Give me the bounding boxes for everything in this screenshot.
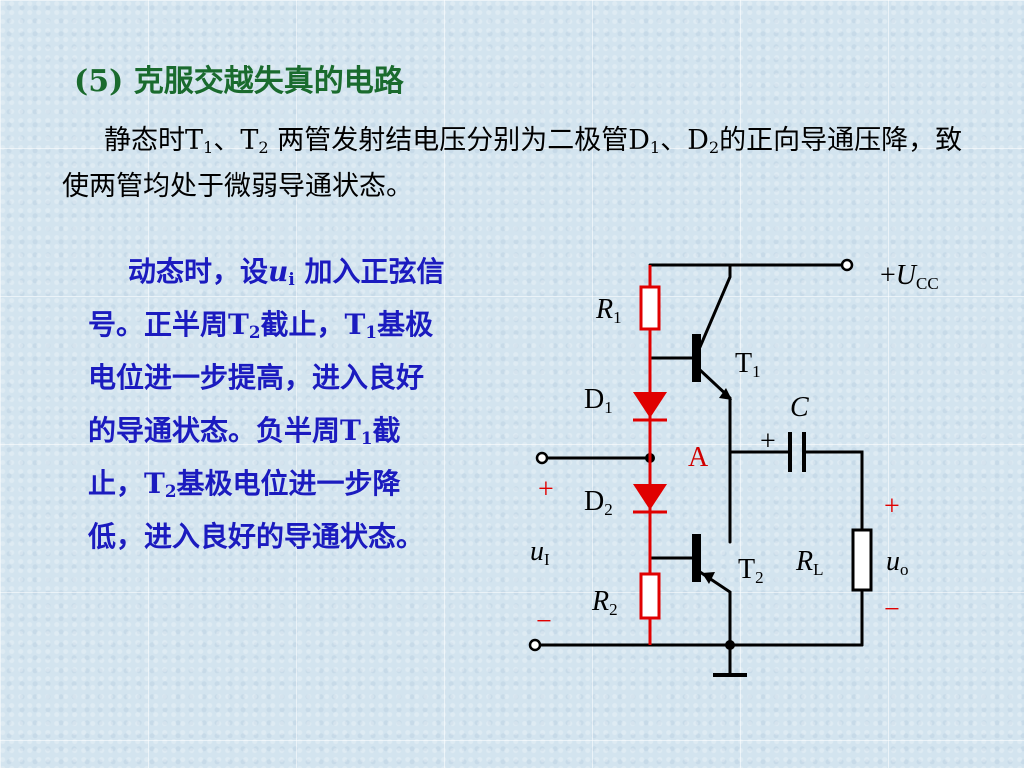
r2-resistor <box>639 572 661 620</box>
t2-emitter-wire <box>698 570 732 647</box>
t1-emitter-arrow <box>719 388 732 400</box>
input-voltage-label: uI <box>530 536 550 569</box>
t2-emitter-arrow <box>702 572 715 584</box>
t1-emitter-wire <box>698 368 732 454</box>
junction-ground <box>725 640 735 650</box>
r1-label: R1 <box>595 294 622 327</box>
input-plus-label: + <box>538 474 554 505</box>
d1-diode-triangle <box>633 392 667 418</box>
d1-label: D1 <box>584 384 613 417</box>
r1-resistor <box>639 285 661 331</box>
t2-base-bar <box>692 534 701 582</box>
t1-base-bar <box>692 334 701 382</box>
vcc-label: +UCC <box>880 260 939 293</box>
capacitor-label: C <box>790 392 809 423</box>
r2-label: R2 <box>591 586 618 619</box>
static-paragraph: 静态时T1、T2 两管发射结电压分别为二极管D1、D2的正向导通压降，致使两管均… <box>62 125 963 202</box>
capacitor-right-wire <box>804 450 864 532</box>
circuit-diagram: +UCC R1 T1 D1 C + A + D2 + uI T2 RL uo R… <box>520 240 1000 690</box>
capacitor-plus-label: + <box>760 426 776 457</box>
node-a-label: A <box>688 442 709 473</box>
slide-title: (5) 克服交越失真的电路 <box>74 56 404 100</box>
input-terminal-top <box>535 451 549 465</box>
output-voltage-label: uo <box>886 546 909 579</box>
title-number: (5) <box>74 64 124 99</box>
rl-resistor <box>851 528 873 592</box>
output-minus-label: − <box>884 594 900 625</box>
dynamic-paragraph: 动态时，设ui 加入正弦信号。正半周T2截止，T1基极电位进一步提高，进入良好的… <box>88 255 445 553</box>
output-plus-label: + <box>884 491 900 522</box>
d2-diode-triangle <box>633 484 667 510</box>
title-text: 克服交越失真的电路 <box>133 64 404 99</box>
input-terminal-bottom <box>528 638 542 652</box>
vcc-terminal <box>840 258 854 272</box>
t2-label: T2 <box>738 554 764 587</box>
d2-label: D2 <box>584 486 613 519</box>
input-minus-label: − <box>536 606 552 637</box>
t1-label: T1 <box>735 348 761 381</box>
t1-collector-wire <box>698 263 732 349</box>
rl-label: RL <box>795 546 824 579</box>
